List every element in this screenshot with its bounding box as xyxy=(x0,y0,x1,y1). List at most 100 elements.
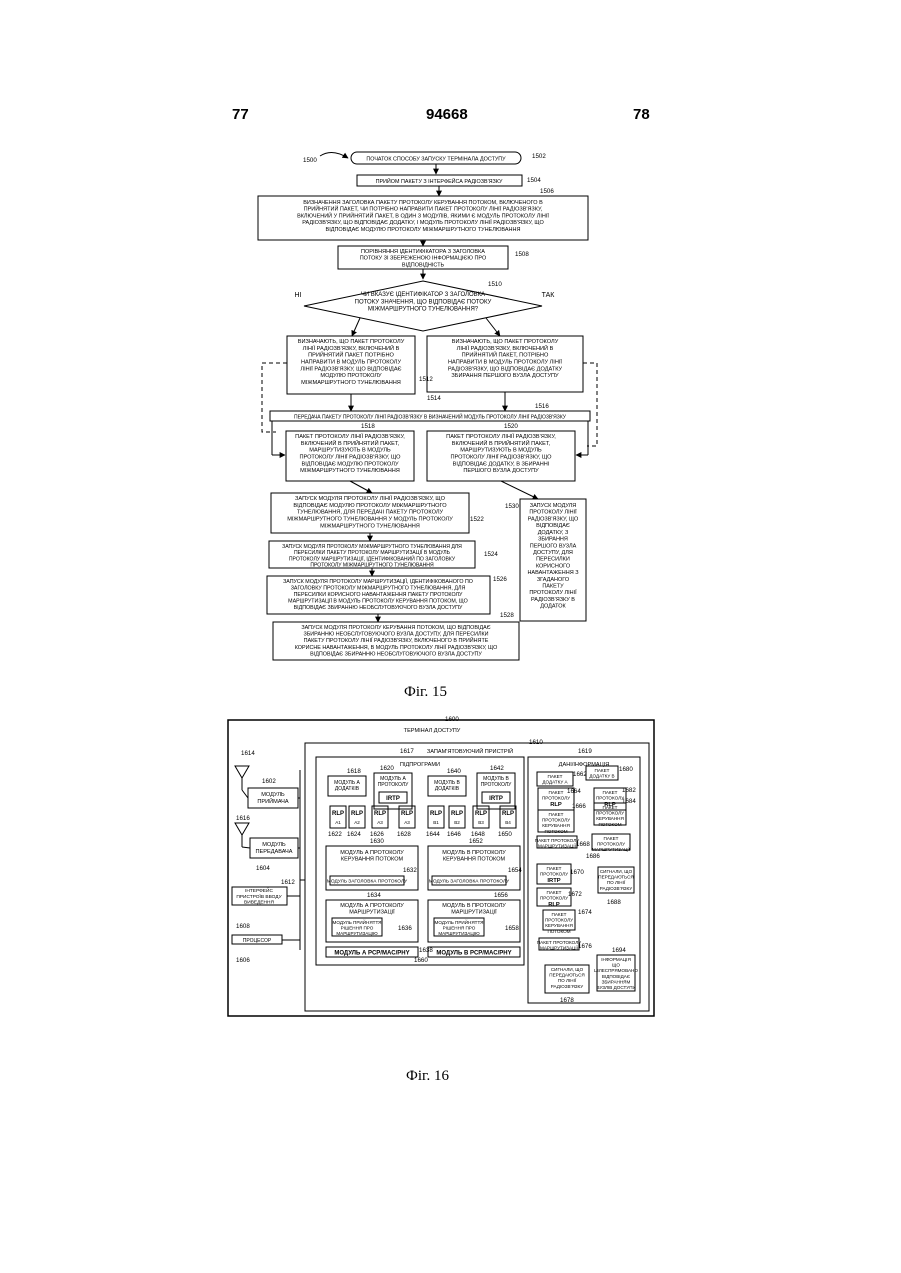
box-1528-line: ВІДПОВІДАЄ ЗБИРАННЮ НЕОБСЛУГОВУЮЧОГО ВУЗ… xyxy=(310,651,482,657)
compare-line: ПОТОКУ ЗІ ЗБЕРЕЖЕНОЮ ІНФОРМАЦІЄЮ ПРО xyxy=(360,256,487,262)
box-1530-line: ПРОТОКОЛУ ЛІНІЇ xyxy=(529,589,577,596)
info-1680-line: ПАКЕТ xyxy=(595,768,610,773)
receiver-line: ПРИЙМАЧА xyxy=(257,797,288,805)
dashed-path xyxy=(262,363,287,432)
reference-numeral: 1500 xyxy=(303,157,317,164)
connector-line xyxy=(486,318,500,336)
reference-numeral: 1654 xyxy=(508,867,522,874)
routines-label: ПІДПРОГРАМИ xyxy=(400,762,440,768)
ref-pointer xyxy=(320,152,348,158)
reference-numeral: 1662 xyxy=(573,771,587,778)
reference-numeral: 1660 xyxy=(414,957,428,964)
info-1672-line: ПАКЕТ xyxy=(547,890,562,895)
reference-numeral: 1618 xyxy=(347,768,361,775)
box-1512-line: ЛІНІЇ РАДІОЗВ'ЯЗКУ, ЩО ВІДПОВІДАЄ xyxy=(300,365,401,372)
receiver-line: МОДУЛЬ xyxy=(261,792,285,798)
box-1518-line: МІЖМАРШРУТНОГО ТУНЕЛЮВАННЯ xyxy=(300,468,400,474)
reference-numeral: 1602 xyxy=(262,778,276,785)
connector-line xyxy=(352,318,360,336)
transmitter-line: МОДУЛЬ xyxy=(262,842,286,848)
box-1520-line: ВКЛЮЧЕНИЙ В ПРИЙНЯТИЙ ПАКЕТ, xyxy=(452,439,551,447)
decision-line: ПОТОКУ ЗНАЧЕННЯ, ЩО ВІДПОВІДАЄ ПОТОКУ xyxy=(355,299,492,305)
routing-a-decision-line: МАРШРУТИЗАЦІЮ xyxy=(336,931,378,936)
rlp-b3-sub: B3 xyxy=(478,820,484,825)
no-label: НІ xyxy=(295,292,302,299)
routing-a-title-line: МАРШРУТИЗАЦІЇ xyxy=(349,909,395,916)
info-1662-line: ДОДАТКУ А xyxy=(542,780,568,785)
info-1666-line: КЕРУВАННЯ xyxy=(542,823,570,828)
info-1688-line: ПЕРЕДАЮТЬСЯ xyxy=(598,875,633,880)
info-1688-line: РАДІОЗВ'ЯЗКУ xyxy=(600,886,632,891)
box-1530-line: ЗАПУСК МОДУЛЯ xyxy=(530,503,577,509)
compare-line: ВІДПОВІДНІСТЬ xyxy=(402,262,445,268)
reference-numeral: 1516 xyxy=(535,403,549,410)
rlp-b1-sub: B1 xyxy=(433,820,439,825)
info-1694-line: ЗБИРАННЯМ xyxy=(602,979,631,984)
modB-line: ДОДАТКІВ xyxy=(435,786,460,792)
processor-label: ПРОЦЕСОР xyxy=(243,938,272,944)
box-1522-line: ТУНЕЛЮВАННЯ, ДЛЯ ПЕРЕДАЧІ ПАКЕТУ ПРОТОКО… xyxy=(297,510,444,516)
info-1686-line: ПРОТОКОЛУ xyxy=(597,842,625,847)
reference-numeral: 1508 xyxy=(515,251,529,258)
reference-numeral: 1524 xyxy=(484,551,498,558)
info-1686-line: МАРШРУТИЗАЦІЇ xyxy=(592,846,631,852)
info-1666-line: ПАКЕТ xyxy=(549,812,564,817)
figure-16-block-diagram: ТЕРМІНАЛ ДОСТУПУ1600ЗАПАМ'ЯТОВУЮЧИЙ ПРИС… xyxy=(228,716,654,1016)
routing-a-title-line: МОДУЛЬ А ПРОТОКОЛУ xyxy=(340,903,404,909)
reference-numeral: 1612 xyxy=(281,879,295,886)
determine-line: ПРИЙНЯТИЙ ПАКЕТ, ЧИ ПОТРІБНО НАПРАВИТИ П… xyxy=(304,205,543,213)
reference-numeral: 1528 xyxy=(500,612,514,619)
box-1514-line: НАПРАВИТИ В МОДУЛЬ ПРОТОКОЛУ ЛІНІЇ xyxy=(448,358,562,365)
box-1530-line: ПЕРШОГО ВУЗЛА xyxy=(530,543,577,549)
box-1524-line: ПЕРЕСИЛКИ ПАКЕТУ ПРОТОКОЛУ МАРШРУТИЗАЦІЇ… xyxy=(294,549,451,556)
box-1522-line: ВІДПОВІДАЄ МОДУЛЮ ПРОТОКОЛУ МІЖМАРШРУТНО… xyxy=(293,503,447,509)
box-1528-line: ЗБИРАННЮ НЕОБСЛУГОВУЮЧОГО ВУЗЛА ДОСТУПУ,… xyxy=(303,632,488,638)
routing-b-decision-line: РІШЕННЯ ПРО xyxy=(443,926,476,931)
box-1526-line: ЗАПУСК МОДУЛЯ ПРОТОКОЛУ МАРШРУТИЗАЦІЇ, І… xyxy=(283,578,473,585)
compare-line: ПОРІВНЯННЯ ІДЕНТИФІКАТОРА З ЗАГОЛОВКА xyxy=(361,249,485,255)
transmitter-line: ПЕРЕДАВАЧА xyxy=(255,849,292,855)
reference-numeral: 1630 xyxy=(370,838,384,845)
box-1520-line: ПАКЕТ ПРОТОКОЛУ ЛІНІЇ РАДІОЗВ'ЯЗКУ, xyxy=(446,433,556,440)
reference-numeral: 1526 xyxy=(493,576,507,583)
box-1522-line: МІЖМАРШРУТНОГО ТУНЕЛЮВАННЯ У МОДУЛЬ ПРОТ… xyxy=(287,516,453,522)
transmit-antenna-icon xyxy=(235,823,249,835)
reference-numeral: 1510 xyxy=(488,281,502,288)
irtp-b-label: IRTP xyxy=(489,796,503,802)
reference-numeral: 1617 xyxy=(400,748,414,755)
box-1514-line: РАДІОЗВ'ЯЗКУ, ЩО ВІДПОВІДАЄ ДОДАТКУ xyxy=(448,366,563,372)
routing-a-decision-line: РІШЕННЯ ПРО xyxy=(341,926,374,931)
box-1518-line: ПАКЕТ ПРОТОКОЛУ ЛІНІЇ РАДІОЗВ'ЯЗКУ, xyxy=(295,433,405,440)
info-1684-line: ПАКЕТ xyxy=(603,805,618,810)
flow-control-a-title-line: КЕРУВАННЯ ПОТОКОМ xyxy=(341,857,404,863)
routing-a-decision-line: МОДУЛЬ ПРИЙНЯТТЯ xyxy=(333,918,382,925)
connector-line xyxy=(242,790,248,798)
info-1684-line: ПОТОКОМ xyxy=(598,822,621,827)
info-1676-line: МАРШРУТИЗАЦІЇ xyxy=(540,945,579,951)
info-1668-line: ПАКЕТ ПРОТОКОЛУ xyxy=(535,838,579,843)
reference-numeral: 1674 xyxy=(578,909,592,916)
modA-line: МОДУЛЬ А xyxy=(334,780,360,786)
box-1514-line: ЗБИРАННЯ ПЕРШОГО ВУЗЛА ДОСТУПУ xyxy=(451,373,559,379)
info-1688-line: ПО ЛІНІЇ xyxy=(607,879,626,885)
modA-line: ДОДАТКІВ xyxy=(335,786,360,792)
reference-numeral: 1512 xyxy=(419,376,433,383)
modB-line: МОДУЛЬ В xyxy=(434,780,460,786)
irtp-a-label: IRTP xyxy=(386,796,400,802)
info-1684-line: КЕРУВАННЯ xyxy=(596,816,624,821)
reference-numeral: 1616 xyxy=(236,815,250,822)
reference-numeral: 1676 xyxy=(578,943,592,950)
box-1530-line: ПЕРЕСИЛКИ xyxy=(536,557,570,563)
memory-label: ЗАПАМ'ЯТОВУЮЧИЙ ПРИСТРІЙ xyxy=(427,747,513,755)
box-1518-line: ВІДПОВІДАЄ МОДУЛЮ ПРОТОКОЛУ xyxy=(301,461,398,467)
reference-numeral: 1632 xyxy=(403,867,417,874)
reference-numeral: 1664 xyxy=(567,788,581,795)
modAp-line: ПРОТОКОЛУ xyxy=(378,782,409,788)
modBp-line: МОДУЛЬ В xyxy=(483,776,509,782)
receive-antenna-icon xyxy=(235,766,249,778)
rlp-a3-label: RLP xyxy=(374,811,386,817)
reference-numeral: 1652 xyxy=(469,838,483,845)
info-1694-line: ВУЗЛІВ ДОСТУПУ xyxy=(597,985,636,990)
box-1514-line: ВИЗНАЧАЮТЬ, ЩО ПАКЕТ ПРОТОКОЛУ xyxy=(452,339,559,345)
info-1676-line: ПАКЕТ ПРОТОКОЛУ xyxy=(537,940,581,945)
